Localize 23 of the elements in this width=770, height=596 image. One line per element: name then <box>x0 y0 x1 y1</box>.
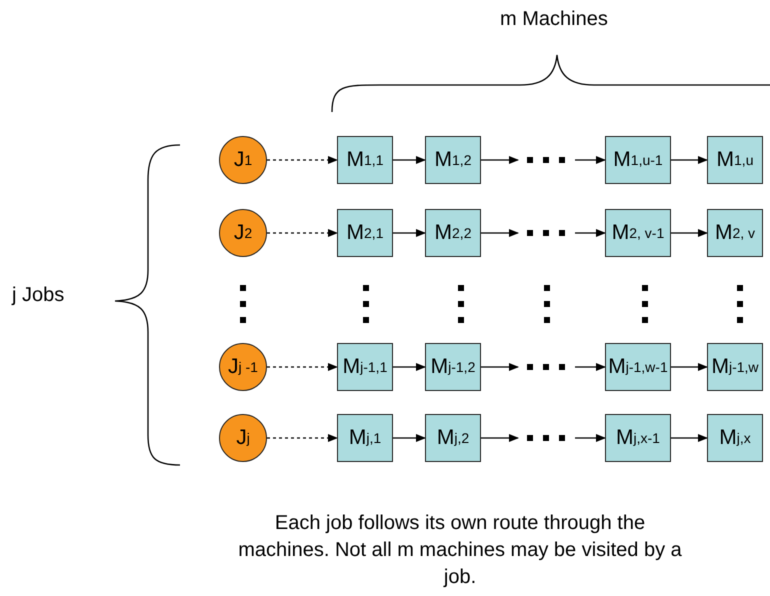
arrow <box>481 156 519 164</box>
arrow <box>575 434 606 442</box>
arrow <box>575 229 606 237</box>
arrow <box>393 434 426 442</box>
arrow <box>393 156 426 164</box>
caption: Each job follows its own route through the machines. Not all m machines may be visited by a job. <box>237 511 683 590</box>
axis-label: m Machines <box>500 8 608 31</box>
arrow <box>267 156 338 164</box>
arrow <box>481 363 519 371</box>
arrow <box>575 156 606 164</box>
arrow <box>671 363 708 371</box>
arrow <box>575 363 606 371</box>
arrow <box>267 434 338 442</box>
arrow <box>393 229 426 237</box>
arrow <box>393 363 426 371</box>
arrow <box>267 229 338 237</box>
arrow <box>671 156 708 164</box>
arrow <box>481 229 519 237</box>
axis-label: j Jobs <box>12 284 64 307</box>
arrow <box>671 434 708 442</box>
arrow <box>481 434 519 442</box>
arrow <box>671 229 708 237</box>
arrow <box>267 363 338 371</box>
